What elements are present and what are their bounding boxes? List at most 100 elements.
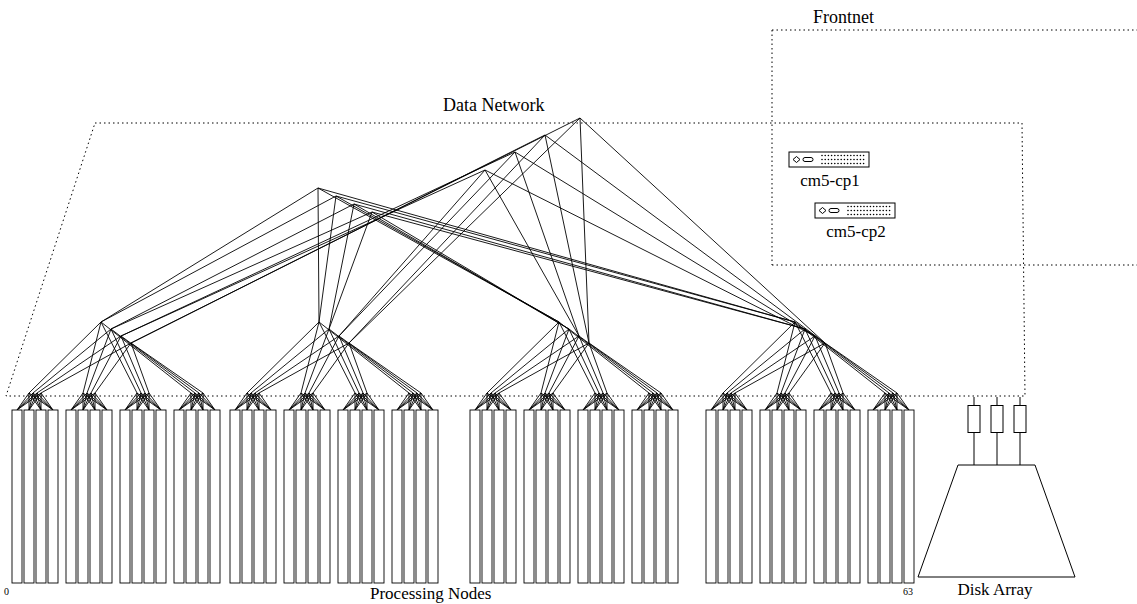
tree-link	[819, 393, 843, 410]
processing-node	[814, 410, 824, 583]
tree-link	[545, 135, 825, 343]
tree-link	[101, 188, 318, 322]
control-processor: cm5-cp2	[814, 202, 898, 245]
tree-link	[785, 336, 815, 393]
processing-node	[12, 410, 22, 583]
processing-node	[416, 410, 426, 583]
tree-link	[397, 393, 421, 410]
tree-link	[553, 343, 589, 393]
tree-link	[367, 393, 379, 410]
server-icon	[815, 203, 895, 218]
tree-link	[569, 329, 653, 393]
processing-node	[614, 410, 624, 583]
tree-link	[569, 329, 599, 393]
processing-node	[482, 410, 492, 583]
tree-link	[319, 322, 355, 393]
tree-link	[499, 343, 589, 393]
tree-link	[825, 343, 843, 393]
tree-link	[259, 343, 349, 393]
tree-link	[495, 336, 579, 393]
tree-link	[731, 336, 815, 393]
tree-link	[83, 322, 101, 393]
tree-link	[349, 118, 580, 343]
disk-port	[968, 406, 980, 433]
processing-node	[350, 410, 360, 583]
processing-node	[880, 410, 890, 583]
tree-link	[289, 393, 313, 410]
tree-link	[111, 329, 141, 393]
processing-node	[132, 410, 142, 583]
processing-node	[174, 410, 184, 583]
tree-link	[29, 322, 101, 393]
processing-node	[284, 410, 294, 583]
tree-link	[259, 393, 271, 410]
processing-node	[506, 410, 516, 583]
tree-link	[580, 118, 825, 343]
tree-link	[487, 393, 511, 410]
tree-link	[111, 204, 354, 329]
processing-node	[36, 410, 46, 583]
tree-link	[595, 393, 619, 410]
tree-link	[603, 393, 619, 410]
tree-link	[515, 152, 579, 336]
tree-link	[805, 329, 889, 393]
processing-node	[602, 410, 612, 583]
group-label: Processing Nodes	[370, 585, 491, 604]
processing-node	[868, 410, 878, 583]
processing-node	[102, 410, 112, 583]
tree-link	[789, 393, 801, 410]
processing-node	[548, 410, 558, 583]
tree-link	[195, 393, 215, 410]
tree-link	[318, 188, 795, 322]
tree-link	[336, 196, 795, 322]
processing-node	[772, 410, 782, 583]
control-processor: cm5-cp1	[788, 151, 872, 194]
processing-node	[320, 410, 330, 583]
processing-node	[578, 410, 588, 583]
processing-node	[536, 410, 546, 583]
tree-link	[131, 343, 203, 393]
processing-node	[374, 410, 384, 583]
disk-link	[1020, 397, 1021, 406]
processing-node	[760, 410, 770, 583]
node-label: Data Network	[440, 96, 547, 116]
tree-link	[495, 393, 511, 410]
tree-link	[87, 393, 107, 410]
processing-node	[186, 410, 196, 583]
node-label: cm5-cp2	[826, 222, 885, 241]
processing-node	[524, 410, 534, 583]
tree-links	[17, 118, 909, 410]
processing-node	[560, 410, 570, 583]
tree-link	[354, 204, 569, 329]
tree-link	[349, 343, 367, 393]
node-index: 63	[903, 586, 913, 597]
tree-link	[549, 336, 579, 393]
frontnet-boundary	[772, 265, 1137, 266]
tree-link	[735, 393, 747, 410]
processing-node	[210, 410, 220, 583]
tree-link	[873, 393, 897, 410]
tree-link	[789, 343, 825, 393]
tree-link	[131, 343, 149, 393]
node-label: cm5-cp1	[800, 171, 859, 190]
tree-link	[101, 322, 191, 393]
tree-link	[121, 170, 485, 336]
tree-link	[251, 329, 329, 393]
disk-array: Disk Array	[905, 405, 1085, 604]
processing-node	[66, 410, 76, 583]
processing-node	[392, 410, 402, 583]
tree-link	[372, 212, 569, 329]
processing-node	[78, 410, 88, 583]
tree-link	[711, 393, 735, 410]
tree-link	[111, 329, 195, 393]
processing-node	[198, 410, 208, 583]
processing-node	[296, 410, 306, 583]
processing-node	[494, 410, 504, 583]
tree-link	[541, 322, 559, 393]
tree-link	[487, 322, 559, 393]
processing-node	[850, 410, 860, 583]
tree-link	[101, 196, 336, 322]
tree-link	[549, 393, 565, 410]
disk-port	[1014, 406, 1026, 433]
processing-node	[48, 410, 58, 583]
